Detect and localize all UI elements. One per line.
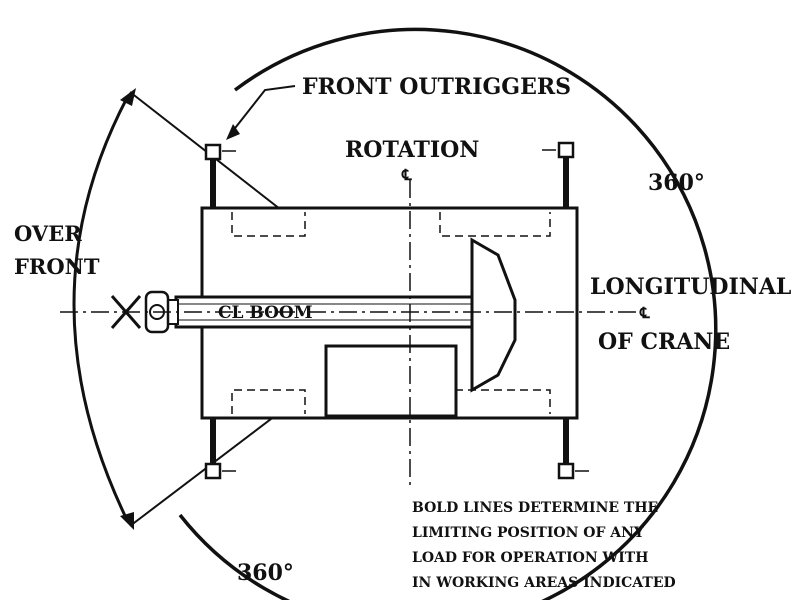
longitudinal-centerline-symbol: ℄ xyxy=(639,304,650,322)
outrigger-front-top xyxy=(204,143,236,208)
angle-bottom-label: 360° xyxy=(237,560,294,586)
arc-arrow-bottom xyxy=(120,512,134,530)
over-front-label-line2: FRONT xyxy=(14,254,100,279)
over-front-label-line1: OVER xyxy=(14,221,82,246)
working-area-circle xyxy=(178,27,718,600)
note-line: LOAD FOR OPERATION WITH xyxy=(412,550,648,566)
note-line: IN WORKING AREAS INDICATED xyxy=(412,575,676,591)
note-block: BOLD LINES DETERMINE THE LIMITING POSITI… xyxy=(412,500,676,591)
arc-arrow-top xyxy=(120,88,136,106)
rotation-label: ROTATION xyxy=(345,137,479,163)
note-line: LIMITING POSITION OF ANY xyxy=(412,525,645,541)
front-outriggers-label: FRONT OUTRIGGERS xyxy=(302,74,571,100)
cl-boom-label: CL BOOM xyxy=(218,303,313,323)
outrigger-front-bottom xyxy=(204,418,236,480)
outrigger-rear-bottom xyxy=(557,418,589,480)
angle-right-label: 360° xyxy=(648,170,705,196)
longitudinal-label: LONGITUDINAL xyxy=(590,274,791,300)
note-line: BOLD LINES DETERMINE THE xyxy=(412,500,658,516)
front-outriggers-leader xyxy=(226,85,296,140)
outrigger-rear-top xyxy=(542,141,575,208)
of-crane-label: OF CRANE xyxy=(598,329,730,355)
rotation-centerline-symbol: ℄ xyxy=(401,166,412,184)
centerlines xyxy=(60,180,640,490)
